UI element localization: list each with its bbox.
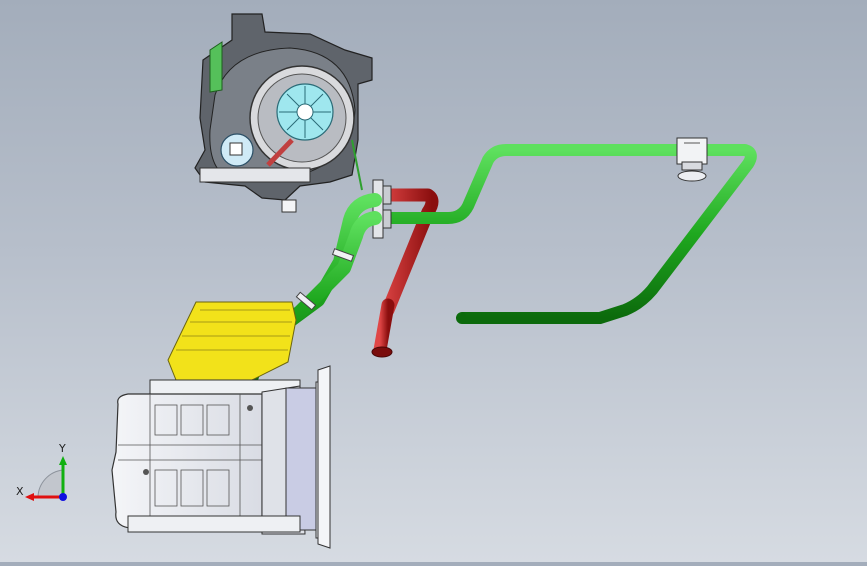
green-pipe-end: [460, 312, 466, 324]
red-pipe-end: [371, 346, 393, 358]
valve-fitting: [676, 137, 708, 182]
blower-base-plate: [199, 167, 311, 183]
red-heater-pipe[interactable]: [371, 188, 439, 358]
hvac-housing[interactable]: [111, 365, 331, 549]
triad-z-axis: [59, 493, 67, 501]
blend-door-panel: [285, 387, 317, 531]
blower-unit[interactable]: [194, 13, 373, 213]
green-coolant-pipe[interactable]: [374, 137, 757, 324]
yellow-air-duct[interactable]: [167, 301, 297, 381]
housing-ribs: [118, 394, 262, 528]
green-hose-down[interactable]: [181, 193, 382, 389]
pipe-flange: [372, 179, 392, 239]
coordinate-triad: [25, 456, 67, 501]
blower-red-rod: [266, 138, 294, 167]
triad-y-label: Y: [59, 442, 66, 455]
triad-x-label: X: [16, 485, 24, 498]
